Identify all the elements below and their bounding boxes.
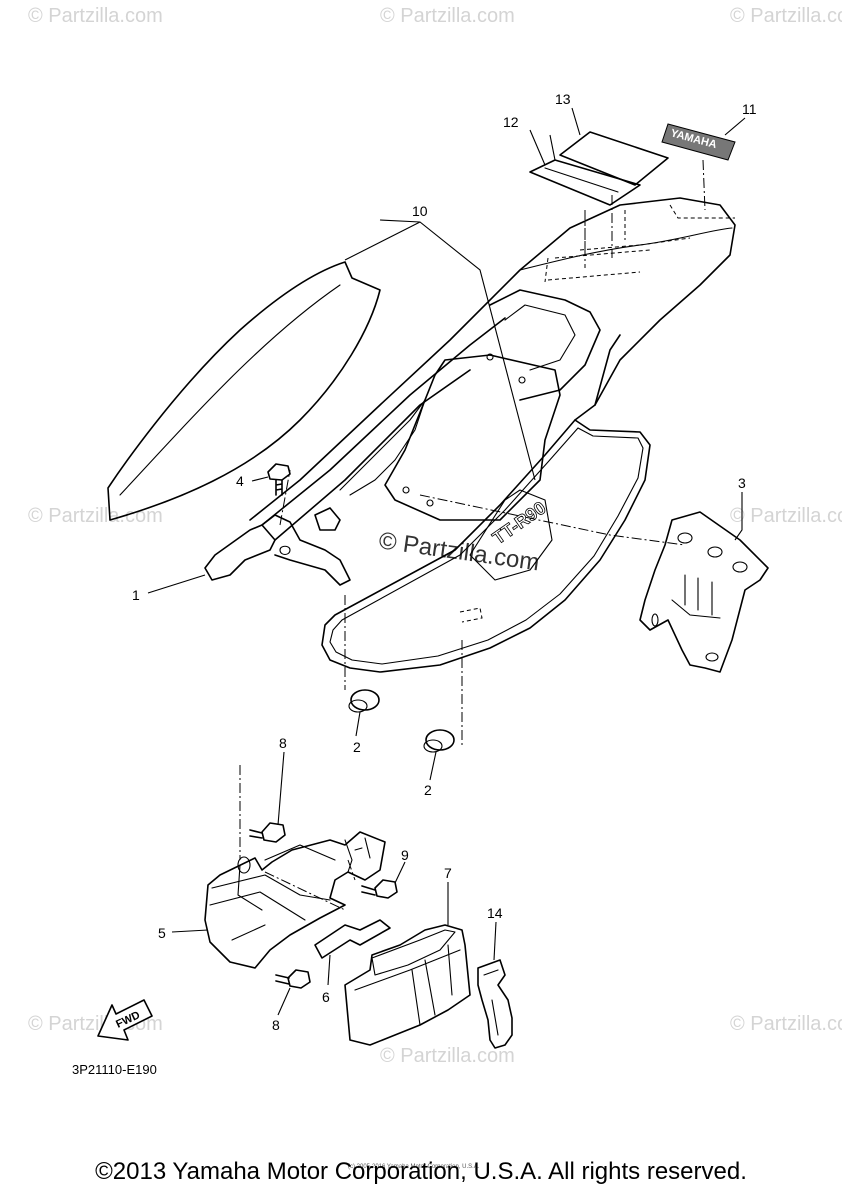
part-strap <box>477 959 513 1049</box>
callout-8a: 8 <box>279 735 287 751</box>
tiny-copyright: (c) 2005-2016 Yamaha Motor Corporation, … <box>348 1164 480 1170</box>
part-bolt-4 <box>267 463 291 496</box>
footer-copyright: ©2013 Yamaha Motor Corporation, U.S.A. A… <box>95 1158 747 1185</box>
callout-numbers: 1 2 2 3 4 5 6 7 8 8 9 10 11 12 13 14 <box>132 91 757 1033</box>
part-decal-11: YAMAHA <box>661 123 736 161</box>
part-grommet-b <box>423 729 455 753</box>
guide-line-12-13 <box>584 195 613 268</box>
callout-5: 5 <box>158 925 166 941</box>
callout-11: 11 <box>742 101 757 117</box>
part-seat-tail-body <box>204 197 736 586</box>
part-plate-6 <box>314 919 391 959</box>
fwd-arrow-icon: FWD <box>97 999 153 1041</box>
callout-9: 9 <box>401 847 409 863</box>
part-bolt-9 <box>361 879 398 899</box>
watermark-top-right: © Partzilla.com <box>730 5 842 27</box>
callout-7: 7 <box>444 865 452 881</box>
watermark-top-left: © Partzilla.com <box>28 5 163 27</box>
watermark-layer: © Partzilla.com © Partzilla.com © Partzi… <box>28 5 842 1067</box>
callout-12: 12 <box>503 114 519 130</box>
callout-6: 6 <box>322 989 330 1005</box>
part-bracket <box>639 511 769 673</box>
watermark-top-center: © Partzilla.com <box>380 5 515 27</box>
callout-3: 3 <box>738 475 746 491</box>
callout-8b: 8 <box>272 1017 280 1033</box>
diagram-code: 3P21110-E190 <box>72 1062 157 1077</box>
guide-line-11 <box>702 159 706 211</box>
callout-13: 13 <box>555 91 571 107</box>
part-sticker-12-13 <box>529 131 669 206</box>
watermark-mid-right: © Partzilla.com <box>730 505 842 527</box>
part-bolt-8a <box>249 822 286 843</box>
callout-2a: 2 <box>353 739 361 755</box>
watermark-bottom-center: © Partzilla.com <box>380 1045 515 1067</box>
guide-line-9 <box>264 859 356 911</box>
guide-line-3 <box>419 494 686 546</box>
part-seat-left <box>107 261 381 521</box>
callout-1: 1 <box>132 587 140 603</box>
part-bolt-8b <box>275 969 311 989</box>
watermark-mid-left: © Partzilla.com <box>28 505 163 527</box>
callout-2b: 2 <box>424 782 432 798</box>
leader-lines <box>147 107 746 1016</box>
callout-10: 10 <box>412 203 428 219</box>
svg-text:TT-R90: TT-R90 <box>489 497 550 548</box>
part-battery-box <box>204 831 386 969</box>
part-grommet-a <box>348 689 380 713</box>
callout-14: 14 <box>487 905 503 921</box>
callout-4: 4 <box>236 473 244 489</box>
watermark-bottom-right: © Partzilla.com <box>730 1013 842 1035</box>
part-battery-cover <box>344 924 471 1046</box>
guide-line-4 <box>279 469 291 526</box>
